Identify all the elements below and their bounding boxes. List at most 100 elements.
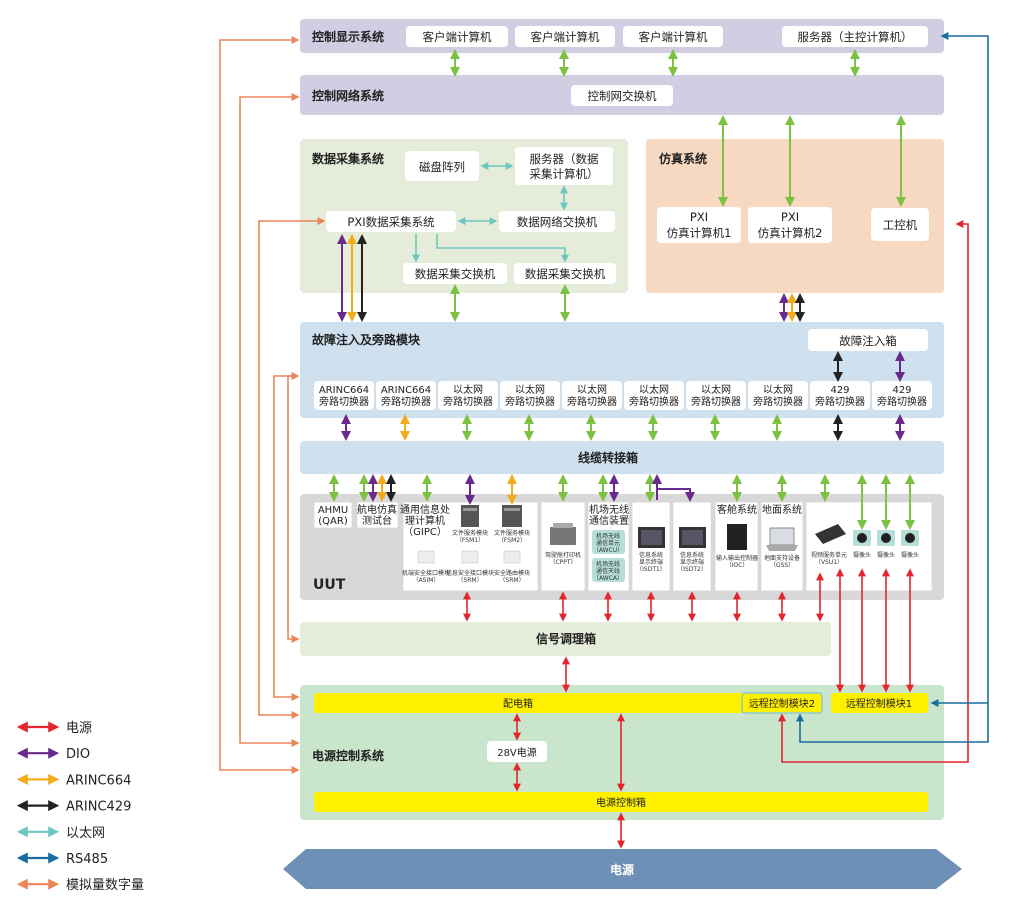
isdt1-line1: 信息系统 — [639, 551, 663, 559]
avionics-sim-label: 航电仿真 — [357, 503, 397, 516]
srm2-device-icon — [503, 550, 521, 564]
bypass-switch-9-type: 429 — [830, 385, 849, 396]
analog-fault-signal — [287, 375, 300, 643]
simulation-panel: 仿真系统 PXI 仿真计算机1 PXI 仿真计算机2 工控机 — [646, 139, 944, 293]
bypass-switch-1 — [314, 381, 374, 410]
ahmu-label: AHMU — [318, 505, 348, 516]
connectors — [219, 32, 989, 849]
disk-array: 磁盘阵列 — [419, 160, 465, 174]
legend-label-6: RS485 — [66, 852, 108, 867]
bypass-switch-6-label: 旁路切换器 — [629, 395, 679, 408]
uut-title: UUT — [313, 577, 346, 593]
camera-icon-2 — [881, 533, 891, 543]
bypass-switch-2-type: ARINC664 — [381, 385, 431, 396]
cable-box-panel: 线缆转接箱 — [300, 441, 944, 474]
awcu-line2: 通信单元 — [596, 539, 620, 547]
pxi-sim-2-line1: PXI — [781, 210, 799, 224]
bypass-switch-7-label: 旁路切换器 — [691, 395, 741, 408]
signal-conditioning-box: 信号调理箱 — [536, 631, 596, 646]
awca-badge — [592, 558, 625, 582]
control-network-title: 控制网络系统 — [312, 88, 384, 103]
bypass-switch-10-type: 429 — [892, 385, 911, 396]
printer-device-icon — [550, 527, 576, 545]
avionics-sim-sub: 测试台 — [362, 514, 392, 527]
pxi-sim-1-line1: PXI — [690, 210, 708, 224]
gss-line2: （GSS） — [770, 562, 794, 569]
control-network-switch: 控制网交换机 — [588, 89, 657, 103]
bypass-switch-3-label: 旁路切换器 — [443, 395, 493, 408]
client-computer-3: 客户端计算机 — [639, 30, 708, 44]
bypass-switch-10-label: 旁路切换器 — [877, 395, 927, 408]
bypass-switch-5 — [562, 381, 622, 410]
vsu-line1: 视频服务单元 — [811, 551, 847, 559]
isdt2-line3: （ISDT2） — [677, 566, 707, 573]
bypass-switch-2 — [376, 381, 436, 410]
bypass-switch-7 — [686, 381, 746, 410]
legend-label-7: 模拟量数字量 — [66, 878, 144, 893]
laptop-icon — [769, 527, 795, 546]
awcu-line1: 机场无线 — [596, 532, 620, 540]
asim-line1: 机端安全接口模块 — [402, 569, 450, 577]
bypass-switch-3-type: 以太网 — [453, 383, 483, 396]
awca-line3: （AWCA） — [593, 575, 623, 582]
gss-line1: 地面支持设备 — [764, 554, 800, 562]
fault-injection-box: 故障注入箱 — [839, 334, 897, 348]
distribution-box: 配电箱 — [503, 697, 533, 710]
fault-injection-title: 故障注入及旁路模块 — [312, 332, 421, 347]
power-source-arrow: 电源 — [283, 849, 962, 889]
fsm2-line1: 文件服务模块 — [494, 529, 530, 537]
ioc-device-icon — [727, 524, 747, 550]
cppt-line1: 驾驶舱打印机 — [545, 551, 581, 559]
acq-server-line1: 服务器（数据 — [530, 152, 599, 166]
client-computer-2: 客户端计算机 — [531, 30, 600, 44]
camera-icon-3 — [905, 533, 915, 543]
asim-device-icon — [417, 550, 435, 564]
bypass-switch-8-label: 旁路切换器 — [753, 395, 803, 408]
client-computer-1: 客户端计算机 — [423, 30, 492, 44]
bypass-switch-1-label: 旁路切换器 — [319, 395, 369, 408]
control-display-panel: 控制显示系统 客户端计算机 客户端计算机 客户端计算机 服务器（主控计算机） — [300, 19, 944, 53]
power-source-label: 电源 — [610, 862, 634, 877]
power-ipc-remote2 — [778, 220, 969, 763]
rs485-server-remote2 — [796, 32, 989, 743]
uut-panel: UUT AHMU (QAR) 航电仿真 测试台 通用信息处 理计算机 （GIPC… — [300, 494, 944, 600]
gipc-line3: （GIPC） — [403, 526, 447, 538]
bypass-switch-6-type: 以太网 — [639, 383, 669, 396]
bypass-switch-6 — [624, 381, 684, 410]
awc-line1: 机场无线 — [589, 503, 629, 516]
bypass-switch-5-label: 旁路切换器 — [567, 395, 617, 408]
control-display-title: 控制显示系统 — [312, 29, 384, 44]
awca-line2: 通信天线 — [596, 567, 620, 575]
acq-server-line2: 采集计算机） — [530, 167, 599, 181]
analog-network-power — [239, 93, 300, 747]
legend-label-3: ARINC664 — [66, 773, 131, 788]
ioc-line2: （IOC） — [726, 562, 749, 569]
legend-label-5: 以太网 — [66, 826, 105, 841]
bypass-switch-8-type: 以太网 — [763, 383, 793, 396]
legend-label-4: ARINC429 — [66, 800, 131, 815]
isdt2-line1: 信息系统 — [680, 551, 704, 559]
data-acquisition-title: 数据采集系统 — [312, 151, 384, 166]
analog-pxi-power — [258, 217, 326, 719]
line-cable-isdt2-dio — [657, 488, 695, 502]
gipc-line1: 通用信息处 — [400, 503, 450, 516]
asim-line2: （ASIM） — [413, 577, 440, 584]
master-server: 服务器（主控计算机） — [798, 30, 913, 44]
srm2-line2: （SRM） — [499, 577, 524, 584]
bypass-switch-9-label: 旁路切换器 — [815, 395, 865, 408]
power-control-title: 电源控制系统 — [312, 748, 384, 763]
awcu-line3: （AWCU） — [593, 547, 623, 554]
bypass-switch-5-type: 以太网 — [577, 383, 607, 396]
dc-28v-supply: 28V电源 — [497, 746, 537, 759]
data-acquisition-panel: 数据采集系统 磁盘阵列 服务器（数据 采集计算机） PXI数据采集系统 数据网络… — [300, 139, 628, 293]
data-network-switch: 数据网络交换机 — [517, 215, 598, 229]
bypass-switch-4-type: 以太网 — [515, 383, 545, 396]
pxi-sim-2-line2: 仿真计算机2 — [758, 226, 823, 240]
srm1-line1: 信息安全接口模块 — [446, 569, 494, 577]
legend-label-1: 电源 — [66, 721, 92, 736]
awca-line1: 机场无线 — [596, 560, 620, 568]
acq-switch-2: 数据采集交换机 — [525, 267, 606, 281]
